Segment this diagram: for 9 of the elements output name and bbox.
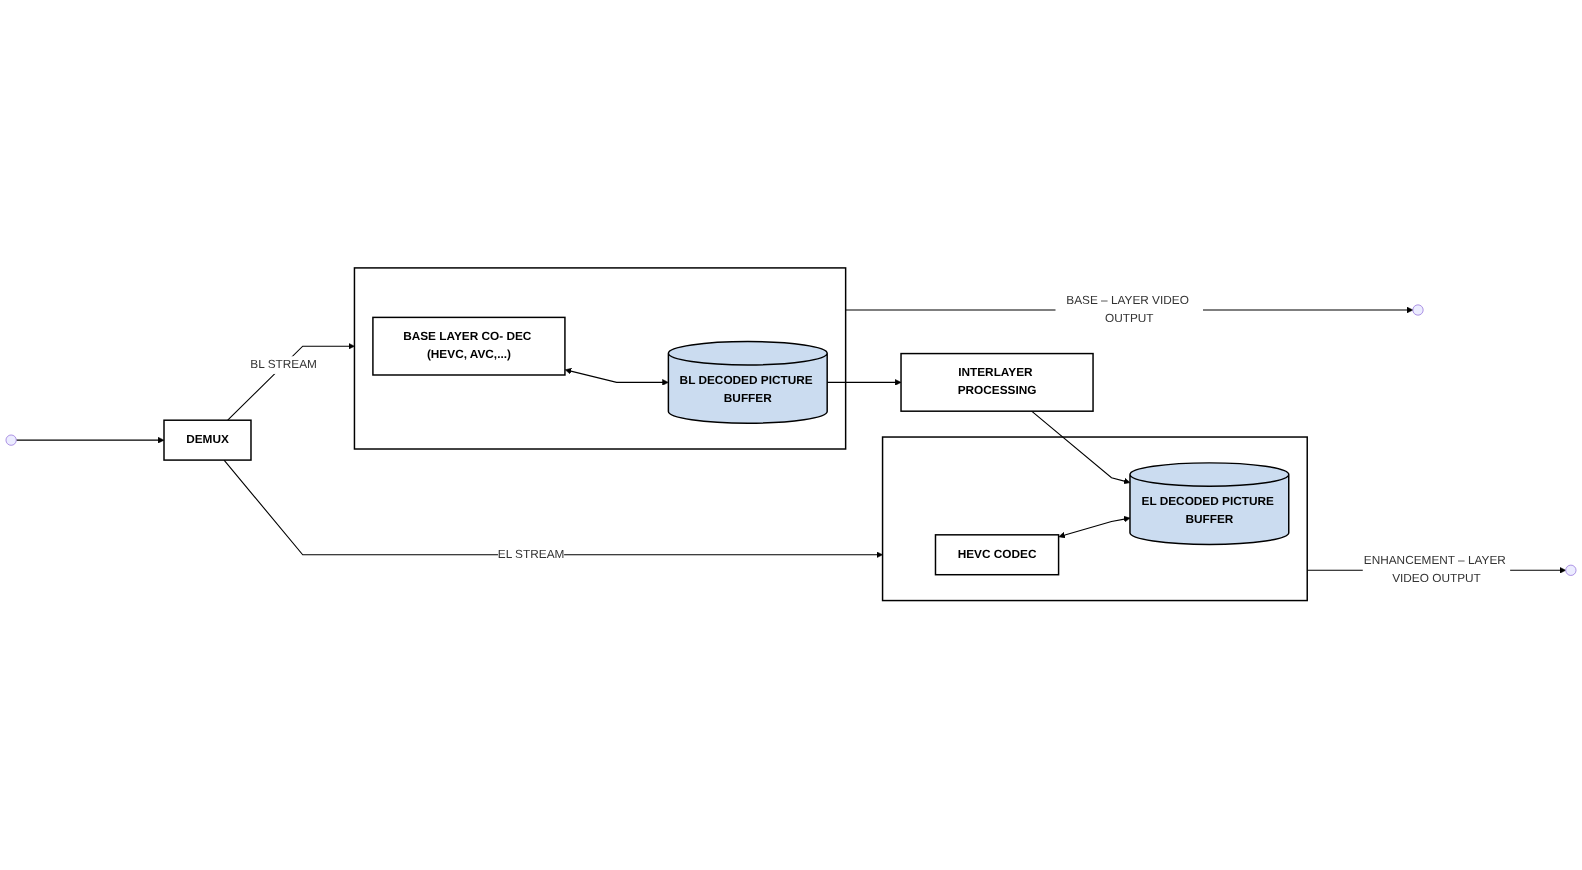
- arrow: [227, 343, 355, 422]
- arrow: [1058, 516, 1131, 539]
- arrow: [15, 437, 165, 445]
- cluster: [353, 267, 847, 451]
- arrow: [826, 379, 902, 387]
- arrow: [564, 368, 669, 387]
- arrow: [1031, 411, 1131, 485]
- cluster: [881, 437, 1308, 603]
- arrow: [223, 460, 883, 559]
